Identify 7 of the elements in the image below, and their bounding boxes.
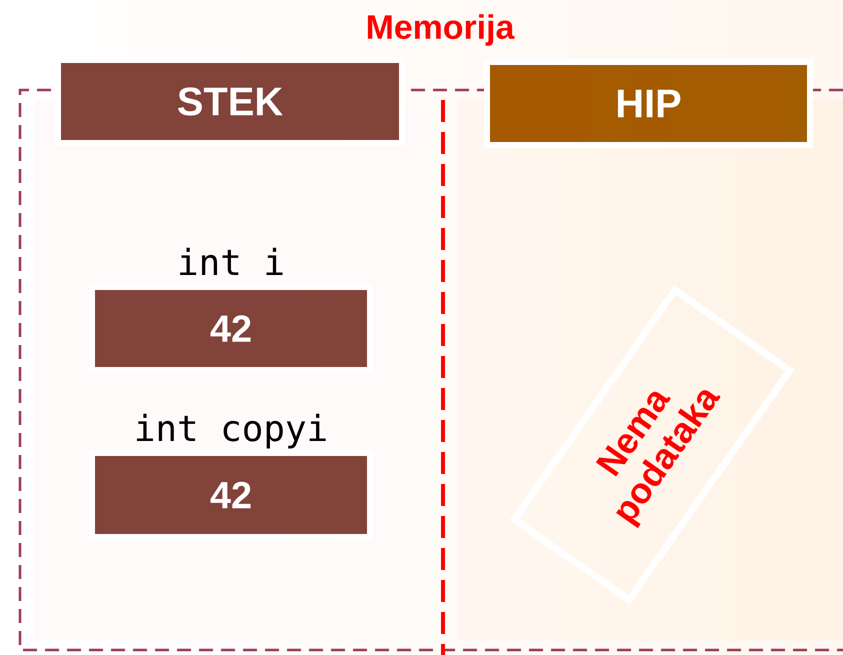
header-box: HIP xyxy=(484,59,813,148)
variable-name: int i xyxy=(180,248,282,275)
header-box: STEK xyxy=(55,57,405,146)
value-box: 42 xyxy=(89,450,373,540)
title: Memorija xyxy=(368,14,515,46)
variable-name: int copyi xyxy=(136,414,326,448)
value-box: 42 xyxy=(89,284,373,373)
